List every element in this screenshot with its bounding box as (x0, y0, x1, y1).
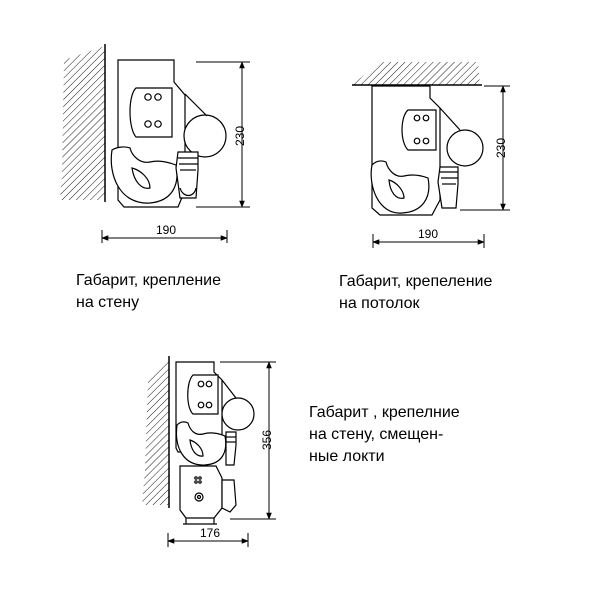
fixture-ceiling (370, 85, 484, 216)
view-wall-mount: 230 190 (60, 44, 250, 243)
dimension-height-label-offset: 356 (260, 430, 274, 450)
caption-wall-offset-line-1: Габарит , крепелние (309, 404, 460, 421)
view-ceiling-mount: 230 190 (352, 62, 510, 248)
dimension-height-label-wall: 230 (233, 126, 247, 146)
caption-wall-offset-line-2: на стену, смещен- (309, 426, 444, 443)
wall-hatch (60, 46, 105, 200)
caption-wall-mount: Габарит, крепление на стену (76, 270, 221, 314)
caption-wall-offset-line-3: ные локти (309, 448, 385, 465)
caption-ceiling-mount: Габарит, крепеление на потолок (339, 271, 492, 315)
dimension-height-wall (196, 61, 250, 208)
fixture-wall-offset (175, 361, 255, 525)
dimension-height-label-ceiling: 230 (494, 138, 508, 158)
dimension-width-offset (167, 533, 249, 547)
dimension-width-label-wall: 190 (156, 223, 176, 237)
caption-ceiling-mount-line-2: на потолок (339, 295, 420, 312)
dimension-width-label-offset: 176 (200, 526, 220, 540)
ceiling-hatch (352, 62, 480, 85)
caption-ceiling-mount-line-1: Габарит, крепеление (339, 273, 493, 290)
wall-hatch-offset (142, 358, 169, 505)
dimension-height-ceiling (460, 85, 510, 211)
dimension-width-label-ceiling: 190 (418, 227, 438, 241)
dimension-width-ceiling (372, 234, 485, 248)
view-wall-offset-elbows: 356 176 (142, 356, 276, 547)
caption-wall-mount-line-1: Габарит, крепление (76, 272, 222, 289)
dimension-width-wall (101, 230, 228, 243)
fixture-wall (110, 59, 227, 208)
caption-wall-mount-line-2: на стену (76, 294, 140, 311)
caption-wall-offset: Габарит , крепелние на стену, смещен- ны… (309, 402, 460, 468)
dimension-height-offset (220, 361, 276, 520)
